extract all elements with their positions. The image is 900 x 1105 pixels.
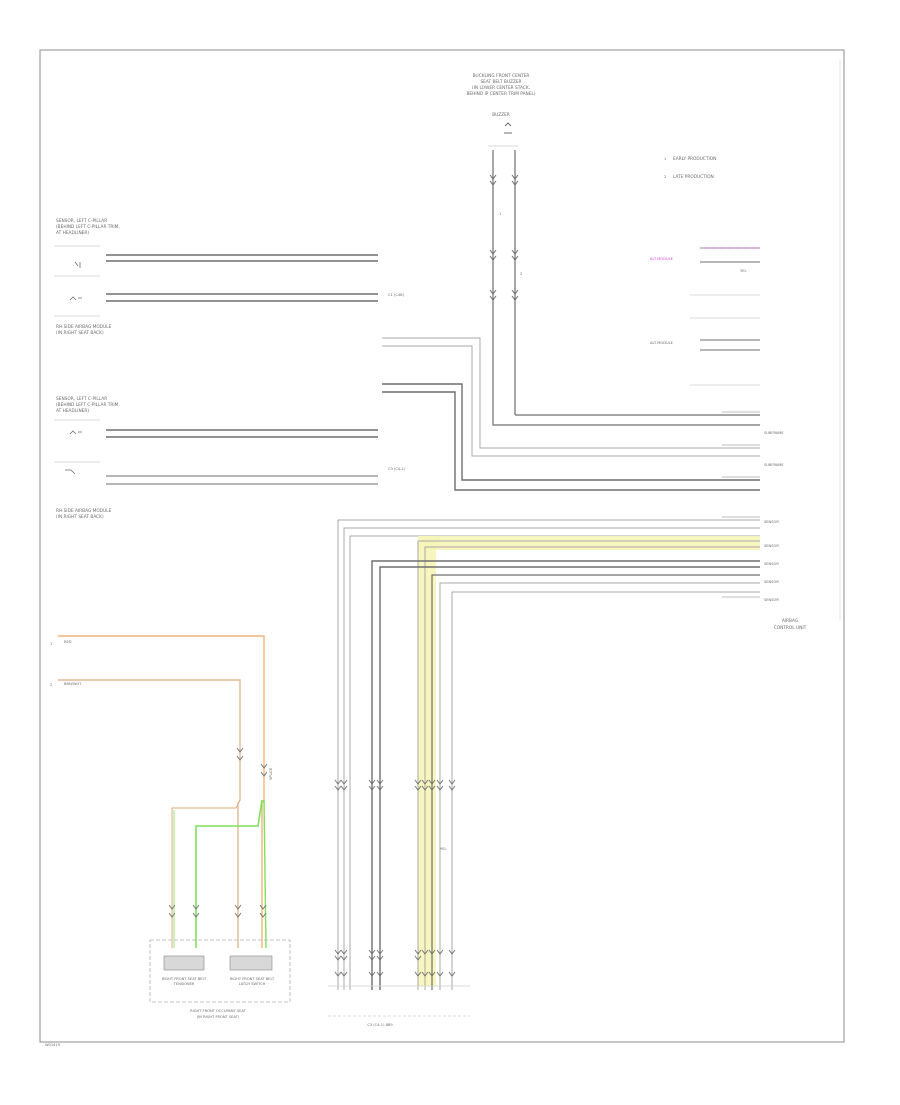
buzzer-label-line-1: BUCKLING FRONT CENTER	[473, 73, 530, 79]
left-components: SENSOR, LEFT C-PILLAR (BEHIND LEFT C-PIL…	[54, 218, 378, 520]
seat-module: 1 RED 2 BRN/WHT SPLICE RIGHT FRONT SEAT …	[50, 635, 291, 1019]
buzzer-label-line-4: BEHIND IP CENTER TRIM PANEL)	[466, 91, 535, 97]
sensor-upper-line-3: AT HEADLINER)	[56, 230, 89, 236]
svg-text:C3 (C4-1): C3 (C4-1)	[388, 467, 406, 471]
terminal-label-5: SENSOR	[764, 562, 779, 566]
terminal-label-1: SUBFRAME	[764, 431, 784, 435]
legend-text-2: LATE PRODUCTION	[673, 174, 714, 180]
seat-sub-left-2: TENSIONER	[173, 982, 195, 986]
control-unit-title-2: CONTROL UNIT	[774, 625, 807, 631]
right-connector-notes: ALT MODULE YEL ALT MODULE	[650, 247, 760, 386]
buzzer-wires: 1 2	[489, 150, 522, 420]
svg-text:ALT MODULE: ALT MODULE	[650, 257, 674, 261]
svg-text:YEL: YEL	[440, 847, 446, 851]
airbag-lower-line-2: (IN RIGHT SEAT BACK)	[56, 514, 104, 520]
wire-color-top: RED	[64, 640, 72, 644]
airbag-lower-line-1: RH SIDE AIRBAG MODULE	[56, 508, 112, 514]
legend: 1 EARLY PRODUCTION 2 LATE PRODUCTION	[664, 156, 716, 180]
wire-color-bottom: BRN/WHT	[64, 682, 82, 686]
buzzer-component: BUCKLING FRONT CENTER SEAT BELT BUZZER (…	[466, 73, 536, 147]
terminal-label-3: SENSOR	[764, 520, 779, 524]
svg-text:YEL: YEL	[740, 269, 746, 273]
legend-mark-2: 2	[664, 175, 666, 179]
terminal-label-4: SENSOR	[764, 544, 779, 548]
svg-text:2: 2	[520, 272, 522, 276]
svg-text:1: 1	[499, 212, 501, 216]
svg-text:1: 1	[50, 642, 52, 646]
routing-to-control-unit: C1 (C4B) C3 (C4-1) YEL C3 (C4-1) 8B9	[328, 293, 760, 1027]
seat-sub-left-1: RIGHT FRONT SEAT BELT	[162, 977, 207, 981]
svg-text:C1 (C4B): C1 (C4B)	[388, 293, 405, 297]
airbag-upper-line-2: (IN RIGHT SEAT BACK)	[56, 330, 104, 336]
legend-mark-1: 1	[664, 157, 666, 161]
seat-module-label-1: RIGHT FRONT OCCUPANT SEAT	[190, 1009, 246, 1013]
control-unit-title-1: AIRBAG	[782, 618, 798, 624]
sensor-upper-line-2: (BEHIND LEFT C-PILLAR TRIM,	[56, 224, 120, 230]
legend-text-1: EARLY PRODUCTION	[673, 156, 716, 162]
svg-text:2: 2	[50, 683, 52, 687]
airbag-upper-line-1: RH SIDE AIRBAG MODULE	[56, 324, 112, 330]
terminal-label-7: SENSOR	[764, 598, 779, 602]
sensor-lower-line-3: AT HEADLINER)	[56, 408, 89, 414]
control-unit-terminals: SUBFRAME SUBFRAME SENSOR SENSOR SENSOR S…	[722, 60, 841, 631]
buzzer-label-line-5: BUZZER	[492, 112, 510, 118]
buzzer-symbol	[504, 122, 512, 134]
diagram-frame	[39, 49, 845, 1043]
seat-sub-right-1: RIGHT FRONT SEAT BELT	[230, 977, 275, 981]
sensor-lower-line-1: SENSOR, LEFT C-PILLAR	[56, 396, 107, 402]
sensor-lower-line-2: (BEHIND LEFT C-PILLAR TRIM,	[56, 402, 120, 408]
page-reference: W01419	[45, 1043, 61, 1047]
sensor-upper-line-1: SENSOR, LEFT C-PILLAR	[56, 218, 107, 224]
splice-label: SPLICE	[269, 767, 273, 780]
terminal-label-6: SENSOR	[764, 580, 779, 584]
buzzer-label-line-2: SEAT BELT BUZZER	[480, 79, 521, 85]
terminal-label-2: SUBFRAME	[764, 463, 784, 467]
svg-text:ALT MODULE: ALT MODULE	[650, 341, 674, 345]
seat-module-label-2: (IN RIGHT FRONT SEAT)	[197, 1015, 240, 1019]
seat-sub-right-2: LATCH SWITCH	[239, 982, 266, 986]
buzzer-label-line-3: (IN LOWER CENTER STACK,	[472, 85, 530, 91]
connector-bank-label: C3 (C4-1) 8B9	[367, 1023, 393, 1027]
